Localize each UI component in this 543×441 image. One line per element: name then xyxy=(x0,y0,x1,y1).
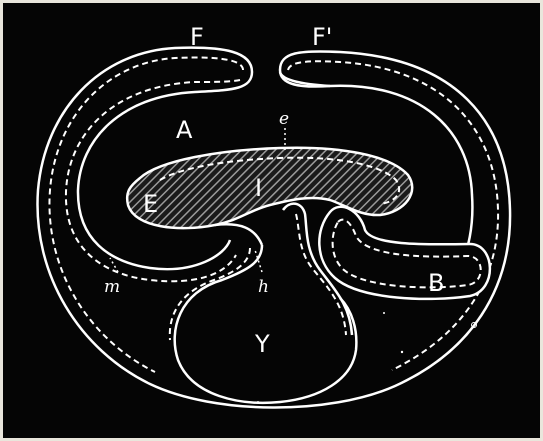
label-i: I xyxy=(255,174,262,202)
label-e: E xyxy=(143,190,158,218)
label-b: B xyxy=(428,269,444,297)
speck xyxy=(257,401,259,403)
speck xyxy=(401,351,403,353)
label-y: Y xyxy=(254,330,270,358)
label-e-small: e xyxy=(279,109,289,129)
speck xyxy=(383,312,385,314)
label-a: A xyxy=(176,116,193,144)
label-h: h xyxy=(258,277,269,297)
label-f: F xyxy=(190,23,204,51)
label-f-prime: F' xyxy=(312,23,332,51)
label-m: m xyxy=(104,277,120,297)
